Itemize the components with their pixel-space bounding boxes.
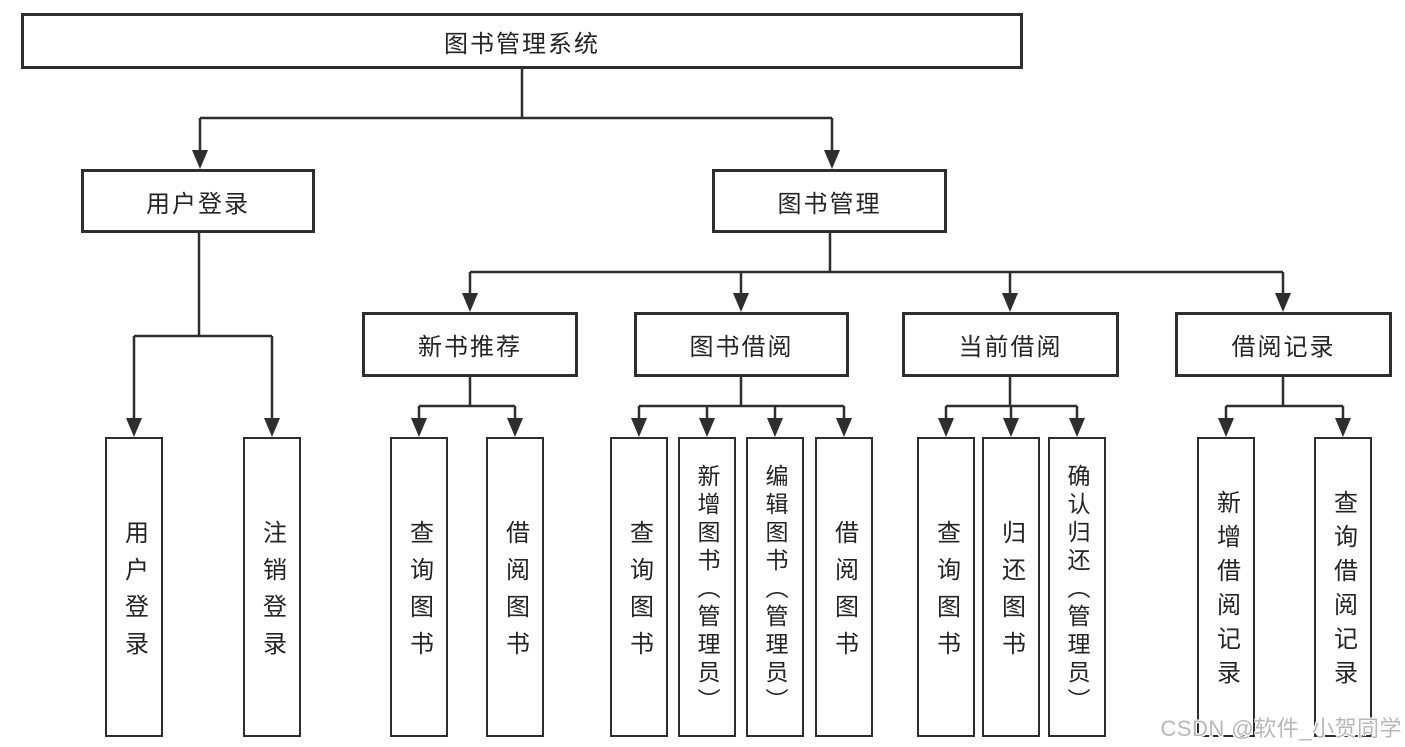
arrowhead [767, 418, 783, 437]
arrowhead [411, 418, 427, 437]
leaf-logout-label: 注销登录 [258, 519, 286, 668]
csdn-watermark: CSDN @软件_小贺同学 [1160, 716, 1402, 741]
leaf-user-login-label: 用户登录 [120, 519, 148, 668]
arrowhead [938, 418, 954, 437]
connector-current-borrow-to-leaves [944, 377, 1079, 420]
leaf-query-book-borrow: 查询图书 [610, 437, 668, 737]
leaf-edit-book-admin-label: 编辑图书（管理员） [762, 463, 788, 716]
leaf-query-borrow-record-label: 查询借阅记录 [1329, 490, 1357, 694]
node-current-borrow: 当前借阅 [902, 312, 1119, 377]
node-user-login: 用户登录 [81, 169, 315, 233]
leaf-add-borrow-record: 新增借阅记录 [1197, 437, 1255, 737]
arrowhead [1003, 418, 1019, 437]
node-current-borrow-label: 当前借阅 [958, 334, 1063, 361]
leaf-borrow-book-recommend: 借阅图书 [486, 437, 544, 737]
arrowhead [1002, 293, 1018, 312]
node-book-management-label: 图书管理 [777, 190, 882, 218]
leaf-add-borrow-record-label: 新增借阅记录 [1212, 490, 1240, 694]
arrowhead [699, 418, 715, 437]
node-user-login-label: 用户登录 [146, 190, 250, 218]
leaf-confirm-return-admin: 确认归还（管理员） [1048, 437, 1106, 737]
arrowhead [192, 150, 208, 169]
leaf-user-login: 用户登录 [105, 437, 163, 737]
node-borrow-record: 借阅记录 [1175, 312, 1392, 377]
connector-root-to-level2 [198, 69, 834, 152]
node-root: 图书管理系统 [21, 13, 1023, 69]
connector-book-management-to-level3 [468, 233, 1285, 295]
connector-book-borrow-to-leaves [637, 377, 846, 420]
arrowhead [264, 418, 280, 437]
leaf-confirm-return-admin-label: 确认归还（管理员） [1064, 463, 1090, 716]
leaf-logout: 注销登录 [243, 437, 301, 737]
arrowhead [1069, 418, 1085, 437]
leaf-query-book-current-label: 查询图书 [932, 519, 960, 668]
node-root-label: 图书管理系统 [444, 30, 600, 58]
node-book-borrow-label: 图书借阅 [689, 334, 794, 361]
arrowhead [824, 150, 840, 169]
arrowhead [733, 293, 749, 312]
arrowhead [462, 293, 478, 312]
arrowhead [836, 418, 852, 437]
leaf-add-book-admin: 新增图书（管理员） [678, 437, 736, 737]
arrowhead [631, 418, 647, 437]
arrowhead [1218, 418, 1234, 437]
leaf-borrow-book: 借阅图书 [815, 437, 873, 737]
leaf-query-book-borrow-label: 查询图书 [625, 519, 653, 668]
leaf-return-book: 归还图书 [982, 437, 1040, 737]
arrowheads [126, 150, 1351, 437]
leaf-edit-book-admin: 编辑图书（管理员） [746, 437, 804, 737]
leaf-borrow-book-recommend-label: 借阅图书 [501, 519, 529, 668]
arrowhead [1275, 293, 1291, 312]
node-new-book-recommend-label: 新书推荐 [418, 334, 522, 361]
leaf-query-book-recommend-label: 查询图书 [405, 519, 433, 668]
node-new-book-recommend: 新书推荐 [362, 312, 578, 377]
leaf-query-book-recommend: 查询图书 [390, 437, 448, 737]
node-borrow-record-label: 借阅记录 [1231, 334, 1336, 361]
leaf-add-book-admin-label: 新增图书（管理员） [694, 463, 720, 716]
connector-new-book-to-leaves [417, 377, 517, 420]
node-book-borrow: 图书借阅 [634, 312, 849, 377]
leaf-borrow-book-label: 借阅图书 [830, 519, 858, 668]
leaf-query-book-current: 查询图书 [917, 437, 975, 737]
leaf-query-borrow-record: 查询借阅记录 [1314, 437, 1372, 737]
arrowhead [507, 418, 523, 437]
connector-user-login-to-leaves [132, 233, 274, 420]
arrowhead [1335, 418, 1351, 437]
connector-borrow-record-to-leaves [1224, 377, 1345, 420]
arrowhead [126, 418, 142, 437]
leaf-return-book-label: 归还图书 [997, 519, 1025, 668]
node-book-management: 图书管理 [712, 169, 947, 233]
